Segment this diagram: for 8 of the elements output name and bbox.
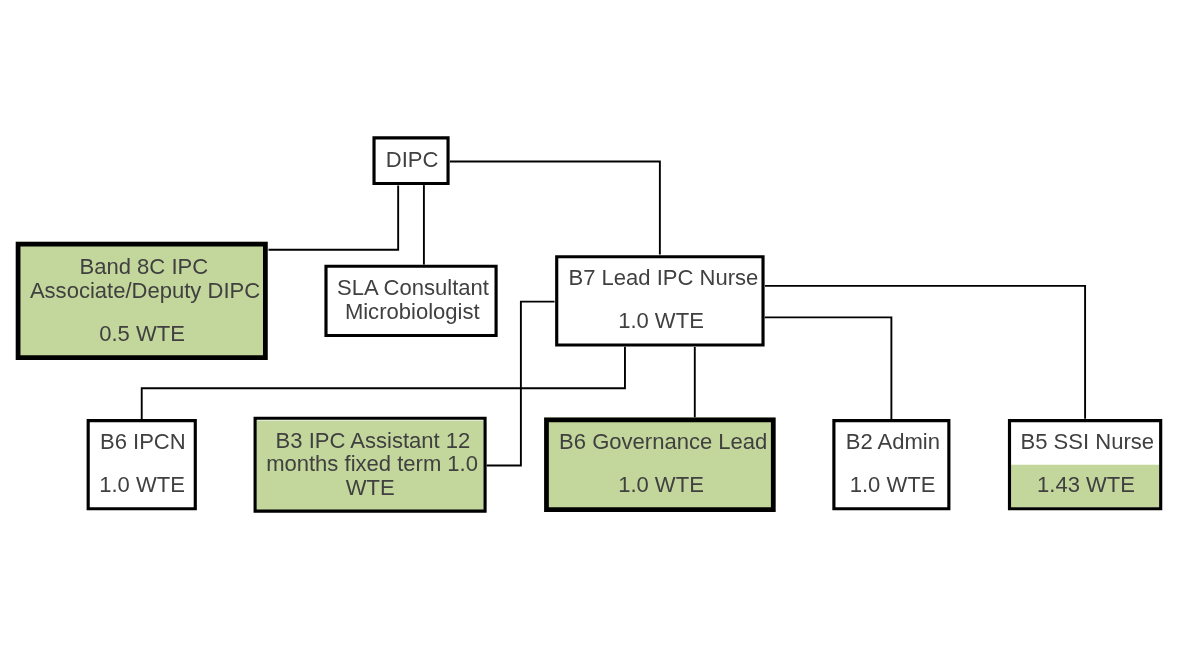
connector — [693, 345, 696, 418]
connector — [140, 345, 626, 420]
connector — [267, 184, 400, 251]
connector — [422, 183, 425, 266]
connector — [448, 160, 661, 255]
connector — [763, 315, 893, 420]
connector — [485, 300, 556, 466]
connector — [764, 284, 1087, 420]
